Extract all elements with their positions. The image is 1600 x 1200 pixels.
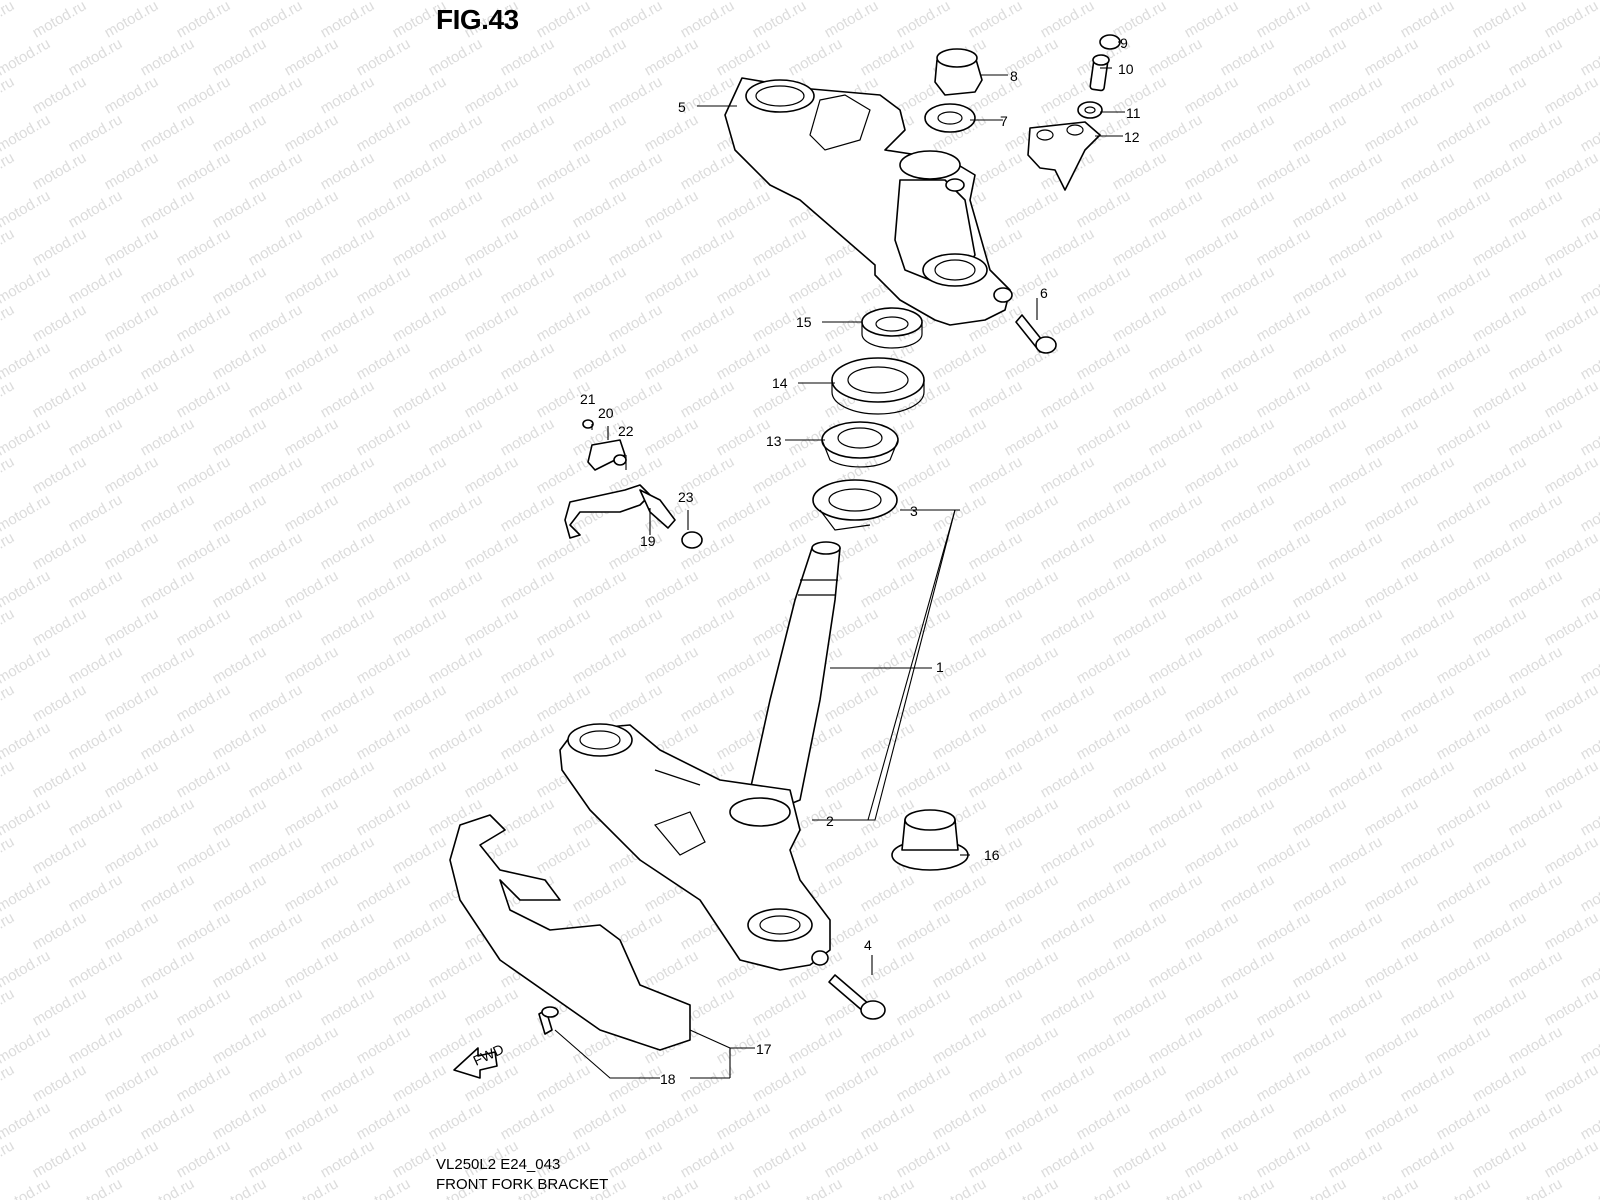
callout-2: 2	[826, 813, 834, 829]
callout-3: 3	[910, 503, 918, 519]
figure-caption: FRONT FORK BRACKET	[436, 1176, 609, 1193]
figure-title: FIG.43	[436, 4, 519, 35]
callout-4: 4	[864, 937, 872, 953]
model-code: VL250L2 E24_043	[436, 1156, 561, 1173]
callout-11: 11	[1126, 105, 1141, 121]
callout-18: 18	[660, 1071, 676, 1087]
callout-19: 19	[640, 533, 656, 549]
callout-16: 16	[984, 847, 1000, 863]
callout-22: 22	[618, 423, 634, 439]
cap-9[interactable]	[1099, 34, 1121, 50]
callout-8: 8	[1010, 68, 1018, 84]
callout-17: 17	[756, 1041, 772, 1057]
callout-14: 14	[772, 375, 788, 391]
callout-20: 20	[598, 405, 614, 421]
dust-seal-14[interactable]	[831, 357, 925, 415]
callout-6: 6	[1040, 285, 1048, 301]
callout-13: 13	[766, 433, 782, 449]
callout-15: 15	[796, 314, 812, 330]
washer-7[interactable]	[924, 103, 976, 133]
steering-stem[interactable]	[747, 541, 841, 813]
bearing-3[interactable]	[812, 479, 898, 531]
cap-8[interactable]	[934, 48, 983, 96]
handlebar-holder[interactable]	[1027, 121, 1101, 191]
bolt-6[interactable]	[1015, 314, 1057, 354]
callout-1: 1	[936, 659, 944, 675]
callout-9: 9	[1120, 35, 1128, 51]
upper-bracket[interactable]	[724, 77, 1013, 326]
bolt-4[interactable]	[828, 974, 886, 1020]
washer-11[interactable]	[1077, 101, 1103, 119]
screw-18[interactable]	[538, 1006, 559, 1035]
bush-16[interactable]	[891, 809, 969, 871]
callout-12: 12	[1124, 129, 1140, 145]
steering-lock[interactable]	[564, 419, 703, 549]
fwd-arrow: FWD	[453, 1041, 506, 1079]
callout-10: 10	[1118, 61, 1134, 77]
lower-bracket[interactable]	[559, 723, 831, 971]
callout-21: 21	[580, 391, 596, 407]
callout-7: 7	[1000, 113, 1008, 129]
leader-lines	[554, 41, 1125, 1079]
steering-nut-15[interactable]	[861, 307, 923, 349]
cover-17[interactable]	[449, 814, 691, 1051]
callout-5: 5	[678, 99, 686, 115]
callout-labels: 1 2 3 4 5 6 7 8 9 10 11 12 13 14 15 16 1…	[580, 35, 1141, 1087]
callout-23: 23	[678, 489, 694, 505]
bearing-13[interactable]	[821, 421, 899, 468]
bolt-10[interactable]	[1089, 54, 1110, 92]
